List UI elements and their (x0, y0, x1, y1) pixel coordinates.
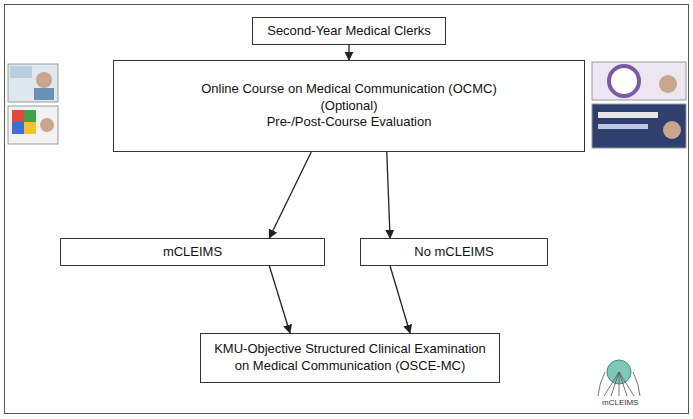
photo-right-top (592, 62, 686, 100)
flow-arrow (390, 266, 410, 333)
start-box: Second-Year Medical Clerks (252, 17, 446, 45)
node-text: No mCLEIMS (414, 244, 493, 261)
node-text: KMU-Objective Structured Clinical Examin… (209, 341, 491, 375)
node-text: Second-Year Medical Clerks (267, 23, 431, 40)
flow-arrow (387, 152, 390, 238)
exam-box: KMU-Objective Structured Clinical Examin… (200, 333, 500, 383)
node-text: mCLEIMS (163, 244, 222, 261)
photo-right-bottom (592, 104, 686, 148)
frame-border (5, 5, 689, 414)
node-text: (Optional) (320, 98, 377, 115)
photo-left-top (8, 64, 58, 102)
course-box: Online Course on Medical Communication (… (113, 60, 585, 152)
flow-arrow (348, 45, 349, 60)
flow-arrow (269, 266, 290, 333)
node-text: Online Course on Medical Communication (… (201, 81, 497, 98)
photo-left-bottom (8, 106, 58, 144)
group-box: No mCLEIMS (360, 238, 548, 266)
mcleims-logo (598, 360, 640, 396)
flow-arrow (269, 152, 311, 238)
logo-text: mCLEIMS (602, 398, 638, 407)
group-box: mCLEIMS (60, 238, 325, 266)
node-text: Pre-/Post-Course Evaluation (267, 114, 432, 131)
logo-wrap: mCLEIMS (602, 398, 638, 407)
